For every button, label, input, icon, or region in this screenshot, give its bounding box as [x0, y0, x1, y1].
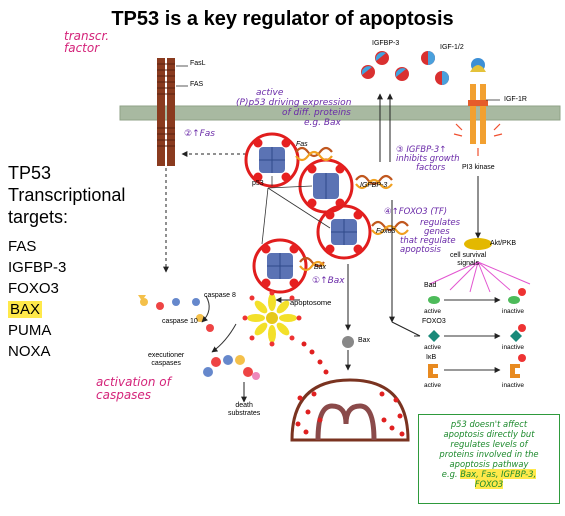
- survival-pathway: [414, 238, 531, 378]
- cell-membrane: [119, 105, 561, 121]
- foxo3-active-label: active: [424, 344, 441, 351]
- fas-gene-label: Fas: [296, 141, 308, 148]
- active-annotation: active (P)p53 driving expression of diff…: [236, 88, 351, 128]
- note-line-1: p53 doesn't affect: [450, 419, 528, 429]
- bad-label: Bad: [424, 282, 437, 289]
- igf12-label: IGF-1/2: [440, 44, 464, 51]
- foxo3-line-1: ④↑FOXO3 (TF): [384, 207, 448, 217]
- foxo3-line-4: that regulate: [400, 236, 456, 246]
- igf-ligands: [361, 51, 486, 85]
- apoptosome-label: apoptosome: [290, 298, 332, 307]
- active-line-3: of diff. proteins: [282, 108, 351, 118]
- ikb-active-label: active: [424, 382, 441, 389]
- igfbp3-gene-label: IGFBP-3: [360, 182, 388, 189]
- note-text: p53 doesn't affect apoptosis directly bu…: [423, 419, 555, 489]
- fas-label: FAS: [190, 81, 204, 88]
- foxo3-inactive-label: inactive: [502, 344, 525, 351]
- factor-line: factor: [64, 41, 100, 55]
- igfbp3-top-label: IGFBP-3: [372, 40, 400, 47]
- igfbp3-line-2: inhibits growth: [396, 154, 460, 164]
- caspases: [138, 295, 260, 403]
- p53-foxo3-complex: [316, 204, 372, 260]
- igfbp3-annotation: ③ IGFBP-3↑ inhibits growth factors: [396, 146, 459, 173]
- active-line-4: e.g. Bax: [304, 118, 341, 128]
- activation-line-1: activation of: [96, 375, 171, 389]
- executioner-label: executioner caspases: [148, 352, 184, 368]
- side-heading-line-2: Transcriptional: [8, 185, 126, 205]
- active-line-2: (P)p53 driving expression: [236, 98, 352, 108]
- fasl-label: FasL: [190, 60, 206, 67]
- bax-protein-label: Bax: [358, 337, 371, 344]
- transcr-line: transcr.: [64, 29, 110, 43]
- caspase10-label: caspase 10: [162, 318, 198, 325]
- target-fas: FAS: [8, 238, 37, 255]
- target-bax: BAX: [8, 301, 43, 318]
- note-line-6: e.g. Bax, Fas, IGFBP-3,: [423, 469, 555, 479]
- death-line-2: substrates: [228, 410, 261, 417]
- note-eg: e.g.: [441, 469, 458, 479]
- survival-line-2: signals: [457, 260, 479, 267]
- side-heading-line-3: targets:: [8, 207, 69, 227]
- fas-note: ②↑Fas: [184, 129, 215, 139]
- note-highlight-1: Bax, Fas, IGFBP-3,: [460, 469, 537, 479]
- igf1r-receptor: [453, 84, 503, 156]
- p53-label: p53: [252, 180, 264, 187]
- death-substrates-label: death substrates: [228, 402, 260, 418]
- note-line-7: FOXO3: [423, 479, 555, 489]
- bax-gene-label: Bax: [314, 264, 327, 271]
- foxo3-line-2: regulates: [420, 218, 461, 228]
- bad-active-label: active: [424, 308, 441, 315]
- apoptosome: [242, 290, 302, 347]
- p53-bax-complex: [252, 238, 308, 294]
- mitochondrion: [290, 341, 410, 442]
- note-line-5: apoptosis pathway: [449, 459, 529, 469]
- executioner-line-1: executioner: [148, 352, 185, 359]
- target-foxo3: FOXO3: [8, 280, 59, 297]
- note-line-2: apoptosis directly but: [443, 429, 535, 439]
- igf1r-label: IGF-1R: [504, 96, 527, 103]
- note-highlight-2: FOXO3: [474, 479, 504, 489]
- bax-note: ①↑Bax: [312, 276, 345, 286]
- pi3k-label: PI3 kinase: [462, 164, 495, 171]
- igfbp3-line-1: ③ IGFBP-3↑: [396, 145, 447, 155]
- activation-line-2: caspases: [96, 388, 152, 402]
- dna-strands: [295, 146, 409, 272]
- page-title: TP53 is a key regulator of apoptosis: [111, 8, 454, 30]
- target-puma: PUMA: [8, 322, 52, 339]
- executioner-line-2: caspases: [151, 360, 181, 367]
- fas-receptor: [157, 58, 188, 166]
- side-heading-line-1: TP53: [8, 163, 52, 183]
- note-line-4: proteins involved in the: [439, 449, 539, 459]
- bax-protein-dot: [342, 336, 354, 348]
- igfbp3-line-3: factors: [416, 163, 446, 173]
- ikb-inactive-label: inactive: [502, 382, 525, 389]
- foxo3-label: FOXO3: [422, 318, 446, 325]
- note-line-3: regulates levels of: [450, 439, 528, 449]
- akt-label: Akt/PKB: [490, 240, 517, 247]
- note-box: p53 doesn't affect apoptosis directly bu…: [418, 414, 560, 504]
- foxo3-annotation: ④↑FOXO3 (TF) regulates genes that regula…: [384, 208, 460, 255]
- survival-line-1: cell survival: [450, 252, 487, 259]
- death-line-1: death: [235, 402, 253, 409]
- activation-annotation: activation of caspases: [96, 376, 171, 402]
- side-heading: TP53 Transcriptional targets:: [8, 162, 125, 228]
- target-noxa: NOXA: [8, 343, 51, 360]
- ikb-label: IκB: [426, 354, 437, 361]
- bad-inactive-label: inactive: [502, 308, 525, 315]
- caspase8-label: caspase 8: [204, 292, 236, 299]
- transcr-factor-annotation: transcr. factor: [64, 30, 109, 54]
- survival-label: cell survival signals: [450, 252, 486, 268]
- foxo3-gene-label: Foxo3: [376, 228, 396, 235]
- foxo3-line-5: apoptosis: [400, 245, 441, 255]
- active-line-1: active: [256, 88, 284, 98]
- foxo3-line-3: genes: [424, 227, 450, 237]
- target-igfbp3: IGFBP-3: [8, 259, 67, 276]
